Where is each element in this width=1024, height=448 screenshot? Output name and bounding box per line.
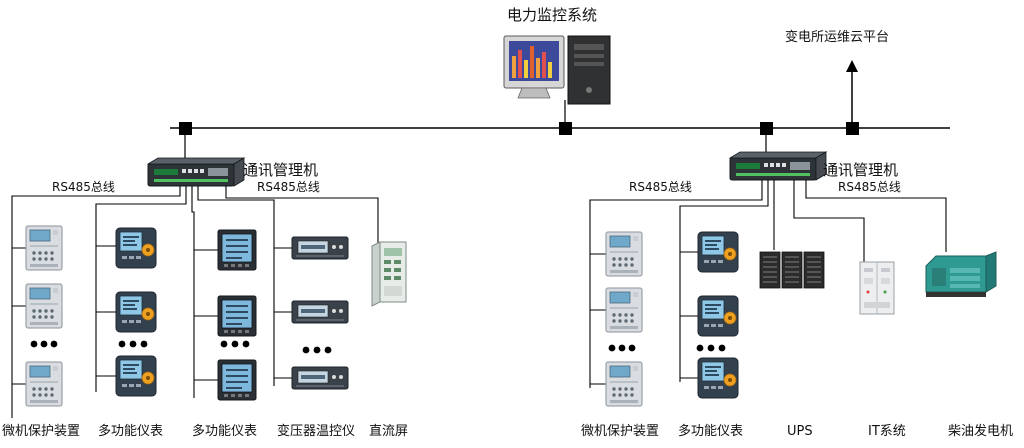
multifunction-meter — [115, 291, 157, 333]
temperature-controller — [291, 366, 349, 390]
network-node — [760, 122, 773, 135]
rs485-line — [589, 180, 763, 388]
ellipsis-dot — [302, 346, 310, 354]
device-label: 多功能仪表 — [192, 424, 258, 439]
device-label: 微机保护装置 — [581, 424, 660, 439]
gateway-device-left — [147, 157, 245, 187]
rs485-line — [793, 180, 865, 262]
device-label: 变压器温控仪 — [277, 424, 356, 439]
ellipsis-dot — [30, 340, 38, 348]
relay-device — [25, 225, 63, 271]
system-title: 电力监控系统 — [507, 6, 598, 24]
multifunction-meter — [217, 229, 257, 271]
computer-icon — [503, 35, 611, 122]
network-node — [179, 122, 192, 135]
device-label: IT系统 — [868, 424, 906, 439]
rs485-label: RS485总线 — [629, 180, 692, 194]
ellipsis-dot — [324, 346, 332, 354]
ellipsis-dot — [220, 340, 228, 348]
device-label: 多功能仪表 — [98, 424, 164, 439]
ellipsis-dot — [50, 340, 58, 348]
rs485-line — [805, 180, 947, 252]
relay-device — [605, 361, 643, 407]
multifunction-meter — [217, 295, 257, 337]
temperature-controller — [291, 300, 349, 324]
ellipsis-dot — [707, 344, 715, 352]
rs485-line — [11, 186, 181, 418]
relay-device — [605, 287, 643, 333]
gateway-label-right: 通讯管理机 — [823, 161, 899, 179]
ellipsis-dot — [313, 346, 321, 354]
ellipsis-dot — [608, 344, 616, 352]
network-node — [846, 122, 859, 135]
multifunction-meter — [115, 227, 157, 269]
diesel-generator — [925, 251, 997, 298]
device-label: 微机保护装置 — [2, 424, 81, 439]
rs485-line — [197, 186, 275, 386]
ellipsis-dot — [140, 340, 148, 348]
cloud-platform-label: 变电所运维云平台 — [785, 30, 890, 45]
rs485-label: RS485总线 — [52, 180, 115, 194]
device-label: UPS — [787, 424, 813, 439]
multifunction-meter — [697, 357, 739, 399]
relay-device — [25, 361, 63, 407]
rs485-label: RS485总线 — [838, 180, 901, 194]
ellipsis-dot — [129, 340, 137, 348]
rs485-line — [225, 186, 379, 246]
rs485-label: RS485总线 — [257, 180, 320, 194]
multifunction-meter — [115, 355, 157, 397]
rs485-line — [191, 186, 195, 398]
it-cabinet — [859, 261, 895, 315]
device-label: 柴油发电机 — [948, 424, 1014, 439]
temperature-controller — [291, 236, 349, 260]
rs485-line — [95, 186, 187, 392]
device-label: 直流屏 — [369, 424, 409, 439]
ellipsis-dot — [242, 340, 250, 348]
ellipsis-dot — [618, 344, 626, 352]
ellipsis-dot — [718, 344, 726, 352]
up-arrow-icon — [846, 60, 858, 72]
rs485-line — [679, 180, 769, 382]
device-label: 多功能仪表 — [678, 424, 744, 439]
relay-device — [25, 283, 63, 329]
relay-device — [605, 231, 643, 277]
ups-device — [759, 251, 825, 289]
gateway-device-right — [729, 151, 827, 181]
ellipsis-dot — [628, 344, 636, 352]
gateway-label-left: 通讯管理机 — [243, 161, 319, 179]
multifunction-meter — [217, 359, 257, 401]
dc-panel — [371, 241, 407, 307]
ellipsis-dot — [231, 340, 239, 348]
multifunction-meter — [697, 295, 739, 337]
network-node — [559, 122, 572, 135]
ellipsis-dot — [696, 344, 704, 352]
multifunction-meter — [697, 231, 739, 273]
ellipsis-dot — [40, 340, 48, 348]
ellipsis-dot — [118, 340, 126, 348]
